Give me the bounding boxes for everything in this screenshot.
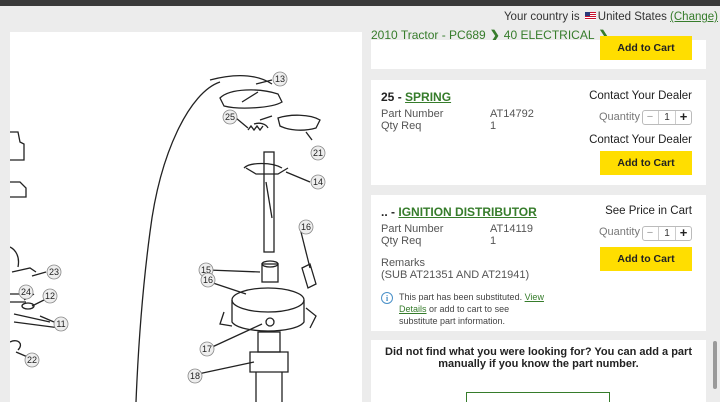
view-details-link[interactable]: View Details (399, 292, 544, 314)
callout-24[interactable]: 24 (18, 284, 34, 300)
distributor-exploded-view: 13 25 21 14 16 23 24 12 11 22 15 16 17 1… (10, 71, 326, 402)
svg-text:16: 16 (203, 275, 213, 285)
svg-text:13: 13 (275, 74, 285, 84)
quantity-increment-button[interactable]: + (679, 109, 688, 124)
country-bar: Your country is United States (Change) (0, 6, 720, 28)
add-to-cart-button[interactable]: Add to Cart (600, 151, 692, 175)
callout-16[interactable]: 16 (298, 219, 314, 235)
country-name: United States (597, 11, 667, 23)
part-number-label: Part Number (381, 108, 444, 120)
part-name-link[interactable]: SPRING (405, 90, 452, 104)
svg-text:12: 12 (45, 291, 55, 301)
quantity-decrement-button[interactable]: − (646, 227, 654, 239)
quantity-input[interactable]: 1 (658, 227, 676, 240)
callout-23[interactable]: 23 (46, 264, 62, 280)
part-number-label: Part Number (381, 223, 444, 235)
remarks-value: (SUB AT21351 AND AT21941) (381, 269, 530, 281)
callout-12[interactable]: 12 (42, 288, 58, 304)
quantity-label: Quantity (599, 226, 640, 238)
callout-11[interactable]: 11 (53, 316, 69, 332)
callout-21[interactable]: 21 (310, 145, 326, 161)
callout-17[interactable]: 17 (199, 341, 215, 357)
svg-text:24: 24 (21, 287, 31, 297)
quantity-stepper: − 1 + (642, 110, 692, 125)
part-dash: - (391, 205, 396, 219)
part-name-link[interactable]: IGNITION DISTRIBUTOR (398, 205, 537, 219)
part-number-value: AT14792 (490, 108, 534, 120)
svg-text:11: 11 (56, 319, 65, 329)
manual-add-card: Did not find what you were looking for? … (371, 340, 706, 402)
change-country-link[interactable]: (Change) (670, 11, 718, 23)
part-number-value: AT14119 (490, 223, 534, 235)
substitution-notice: This part has been substituted. View Det… (399, 291, 549, 327)
substitution-text: This part has been substituted. (399, 292, 523, 302)
remarks-label: Remarks (381, 257, 426, 269)
contact-dealer-note: Contact Your Dealer (589, 134, 692, 146)
substitution-text-rest: or add to cart to see substitute part in… (399, 304, 510, 326)
svg-text:16: 16 (301, 222, 311, 232)
quantity-input[interactable]: 1 (658, 111, 676, 124)
us-flag-icon (584, 12, 596, 20)
svg-text:15: 15 (201, 265, 211, 275)
qty-req-label: Qty Req (381, 235, 422, 247)
info-icon: i (381, 292, 393, 304)
callout-14[interactable]: 14 (310, 174, 326, 190)
qty-req-value: 1 (490, 120, 497, 132)
part-card-ignition-distributor: .. - IGNITION DISTRIBUTOR See Price in C… (371, 195, 706, 331)
svg-text:21: 21 (313, 148, 323, 158)
top-bar (0, 0, 720, 6)
svg-text:23: 23 (49, 267, 59, 277)
quantity-stepper: − 1 + (642, 226, 692, 241)
part-index: 25 (381, 90, 395, 104)
quantity-decrement-button[interactable]: − (646, 111, 654, 123)
svg-text:17: 17 (202, 344, 212, 354)
svg-text:25: 25 (225, 112, 235, 122)
callout-13[interactable]: 13 (272, 71, 288, 87)
callout-25[interactable]: 25 (222, 109, 238, 125)
availability-status: Contact Your Dealer (589, 90, 692, 102)
availability-status: See Price in Cart (605, 205, 692, 217)
callout-22[interactable]: 22 (24, 352, 40, 368)
part-index: .. (381, 205, 388, 219)
add-to-cart-button[interactable]: Add to Cart (600, 247, 692, 271)
breadcrumb-electrical[interactable]: 40 ELECTRICAL (503, 28, 595, 42)
callout-16b[interactable]: 16 (200, 272, 216, 288)
qty-req-value: 1 (490, 235, 497, 247)
country-prefix: Your country is (503, 11, 580, 23)
breadcrumb: 2010 Tractor - PC689❯40 ELECTRICAL❯ (371, 28, 613, 42)
add-part-manually-button[interactable] (466, 392, 610, 402)
part-dash: - (397, 90, 402, 104)
scrollbar-thumb[interactable] (713, 341, 717, 389)
chevron-right-icon: ❯ (598, 28, 609, 42)
qty-req-label: Qty Req (381, 120, 422, 132)
callout-18[interactable]: 18 (187, 368, 203, 384)
svg-text:22: 22 (27, 355, 37, 365)
parts-diagram: 13 25 21 14 16 23 24 12 11 22 15 16 17 1… (10, 32, 362, 402)
svg-text:14: 14 (313, 177, 323, 187)
quantity-label: Quantity (599, 111, 640, 123)
not-found-message: Did not find what you were looking for? … (385, 346, 692, 370)
breadcrumb-tractor[interactable]: 2010 Tractor - PC689 (371, 28, 486, 42)
part-card-spring: 25 - SPRING Contact Your Dealer Part Num… (371, 80, 706, 185)
part-card-previous: Add to Cart (371, 36, 706, 69)
quantity-increment-button[interactable]: + (679, 225, 688, 240)
svg-text:18: 18 (190, 371, 200, 381)
chevron-right-icon: ❯ (489, 28, 500, 42)
add-to-cart-button[interactable]: Add to Cart (600, 36, 692, 60)
